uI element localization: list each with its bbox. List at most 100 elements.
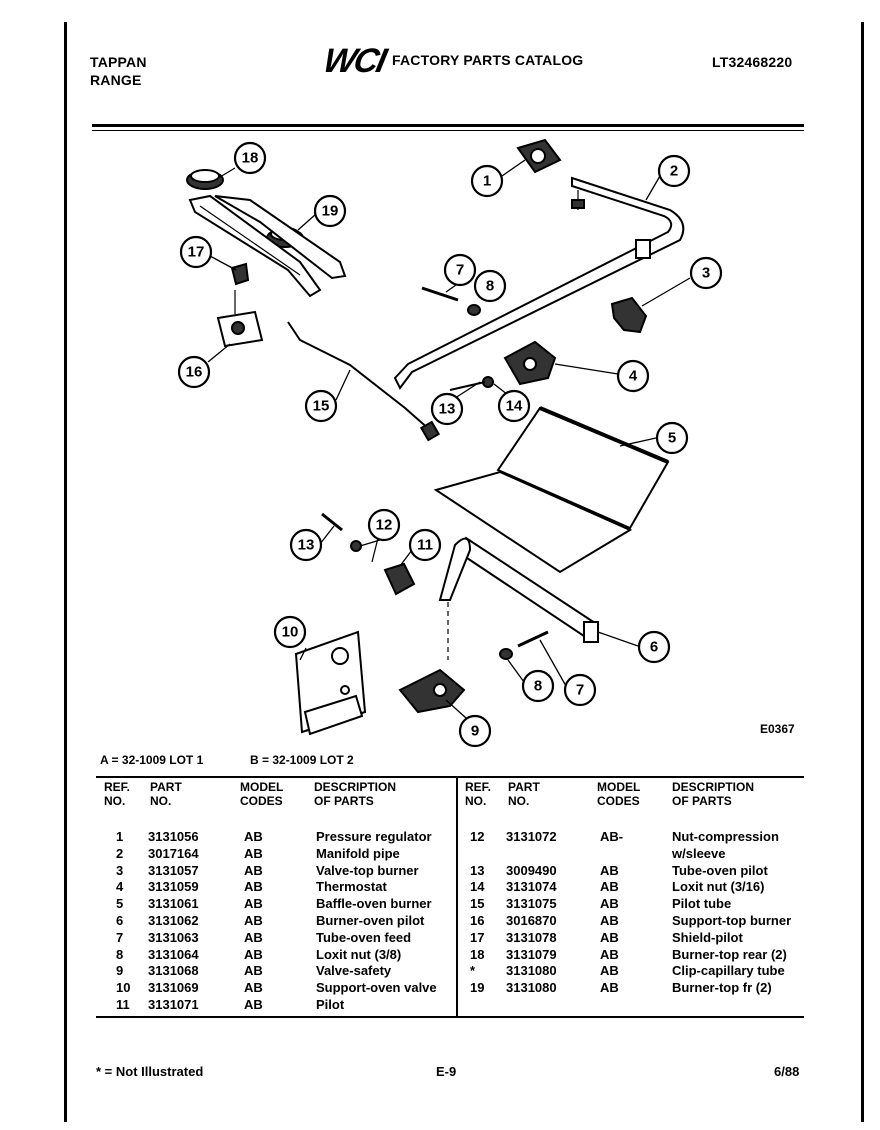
- cell-desc: Loxit nut (3/16): [672, 879, 765, 895]
- callout-19: 19: [313, 194, 347, 228]
- cell-ref: 14: [470, 879, 485, 895]
- cell-part: 3131068: [148, 963, 199, 979]
- shield-pilot: [230, 262, 250, 286]
- cell-desc: Burner-top fr (2): [672, 980, 772, 996]
- pilot-tube: [287, 321, 431, 431]
- cell-ref: 17: [470, 929, 485, 945]
- cell-part: 3016870: [506, 913, 557, 928]
- cell-codes: AB: [244, 845, 263, 861]
- cell-desc: Valve-top burner: [316, 862, 419, 878]
- cell-codes: AB: [244, 829, 263, 844]
- burner-oven-pilot: [438, 536, 600, 643]
- baffle-oven-burner: [433, 406, 670, 574]
- revision-date: 6/88: [774, 1064, 800, 1079]
- cell-ref: 18: [470, 946, 485, 962]
- pressure-regulator: [516, 138, 562, 174]
- cell-ref: 19: [470, 980, 485, 996]
- top-burner-assembly: [186, 169, 347, 298]
- cell-codes: AB: [600, 946, 619, 962]
- cell-desc: Clip-capillary tube: [672, 963, 785, 979]
- page-frame: [64, 22, 864, 1122]
- cell-codes: AB: [600, 929, 619, 945]
- callout-14: 14: [497, 389, 531, 423]
- cell-desc: Tube-oven pilot: [672, 862, 768, 878]
- exploded-parts-diagram: 18 19 1 2 17 7 8 3 16 15 13 14 4 5 12 13…: [177, 138, 723, 748]
- callout-16: 16: [177, 355, 211, 389]
- leader-lines: [207, 159, 691, 719]
- svg-text:5: 5: [668, 430, 676, 447]
- header-ref-left: REF.NO.: [104, 780, 131, 808]
- cell-desc: Pilot: [316, 997, 345, 1012]
- brand-line2: RANGE: [90, 72, 142, 88]
- cell-desc: Burner-top rear (2): [672, 946, 787, 962]
- callout-6: 6: [637, 630, 671, 664]
- callout-13-top: 13: [430, 392, 464, 426]
- cell-ref: 10: [116, 980, 131, 996]
- catalog-title: FACTORY PARTS CATALOG: [392, 52, 584, 68]
- page-number: E-9: [436, 1064, 457, 1079]
- callout-17: 17: [179, 235, 213, 269]
- cell-ref: 4: [116, 879, 124, 895]
- callout-2: 2: [657, 154, 691, 188]
- svg-text:16: 16: [186, 364, 203, 381]
- cell-part: 3131059: [148, 879, 199, 895]
- svg-text:12: 12: [376, 517, 393, 534]
- svg-text:11: 11: [417, 537, 433, 554]
- cell-desc: Loxit nut (3/8): [316, 946, 402, 962]
- cell-part: 3009490: [506, 862, 557, 878]
- nut-compression: [350, 540, 362, 552]
- callout-1: 1: [470, 164, 504, 198]
- cell-desc: Thermostat: [316, 879, 387, 895]
- cell-part: 3131080: [506, 980, 557, 996]
- svg-text:7: 7: [576, 682, 584, 699]
- header-ref-right: REF.NO.: [465, 780, 492, 808]
- cell-desc: Nut-compression: [672, 829, 779, 844]
- callout-12: 12: [367, 508, 401, 542]
- valve-safety: [398, 668, 466, 714]
- cell-codes: AB: [600, 896, 619, 912]
- cell-desc: Baffle-oven burner: [316, 896, 432, 912]
- svg-text:1: 1: [483, 173, 491, 190]
- thermostat: [503, 340, 557, 386]
- cell-codes: AB: [244, 913, 263, 928]
- callout-7-top: 7: [443, 253, 477, 287]
- cell-codes: AB: [244, 946, 263, 962]
- cell-ref: 16: [470, 913, 485, 928]
- cell-part: 3131063: [148, 929, 199, 945]
- lot-a: A = 32-1009 LOT 1: [100, 753, 204, 767]
- callout-11: 11: [408, 528, 442, 562]
- cell-part: 3131061: [148, 896, 199, 912]
- cell-ref: 13: [470, 862, 485, 878]
- cell-codes: AB: [244, 997, 263, 1012]
- svg-text:7: 7: [456, 262, 464, 279]
- cell-desc: Pressure regulator: [316, 829, 432, 844]
- callout-10: 10: [273, 615, 307, 649]
- cell-part: 3017164: [148, 845, 199, 861]
- svg-text:10: 10: [282, 624, 299, 641]
- cell-part: 3131074: [506, 879, 557, 895]
- brand-line1: TAPPAN: [90, 54, 147, 70]
- cell-ref: 1: [116, 829, 124, 844]
- table-divider: [456, 776, 458, 1018]
- cell-desc: Support-oven valve: [316, 980, 437, 996]
- cell-ref: 5: [116, 896, 124, 912]
- callout-15: 15: [304, 389, 338, 423]
- callout-9: 9: [458, 714, 492, 748]
- svg-text:14: 14: [506, 398, 523, 415]
- cell-desc: w/sleeve: [672, 845, 726, 861]
- cell-ref: 8: [116, 946, 124, 962]
- cell-codes: AB: [244, 929, 263, 945]
- cell-codes: AB: [600, 913, 619, 928]
- cell-ref: 9: [116, 963, 124, 979]
- cell-part: 3131056: [148, 829, 199, 844]
- cell-ref: 3: [116, 862, 124, 878]
- cell-codes: AB: [244, 963, 263, 979]
- cell-part: 3131072: [506, 829, 557, 844]
- header-rule-thick: [92, 124, 804, 127]
- loxit-nut-lower: [499, 648, 513, 660]
- cell-ref: 12: [470, 829, 485, 844]
